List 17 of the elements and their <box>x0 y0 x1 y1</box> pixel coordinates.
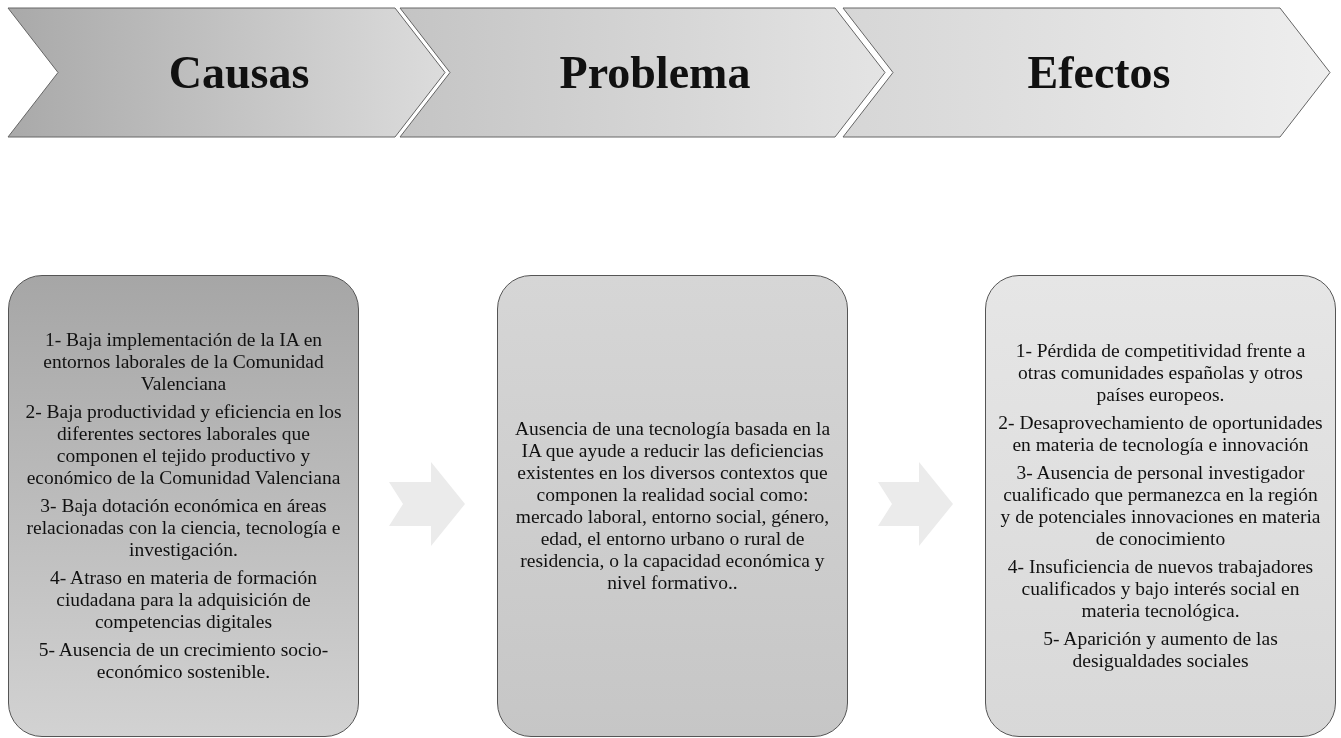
card-text: 2- Baja productividad y eficiencia en los diferentes sectores laborales que componen el tejido productivo y económico de la Comunidad Valenciana <box>24 400 343 489</box>
card-text: 3- Baja dotación económica en áreas relacionadas con la ciencia, tecnología e investigación. <box>25 495 342 562</box>
rounded-card <box>8 275 359 737</box>
card-text: Ausencia de una tecnología basada en la IA que ayude a reducir las deficiencias existentes en los diversos contextos que componen la realidad social como: mercado laboral, entorno social, género, edad, el entorno urbano o rural de residencia, o la capacidad económica y nivel formativo.. <box>513 417 832 595</box>
card-text: 1- Baja implementación de la IA en entornos laborales de la Comunidad Valenciana <box>42 328 325 395</box>
card-text: 5- Ausencia de un crecimiento socio-económico sostenible. <box>37 639 330 684</box>
rounded-card <box>985 275 1336 737</box>
chevron-title: Causas <box>168 46 310 99</box>
card-text: 4- Atraso en materia de formación ciudadana para la adquisición de competencias digitales <box>49 567 318 634</box>
card-text: 2- Desaprovechamiento de oportunidades en materia de tecnología e innovación <box>998 411 1323 456</box>
chevron-title: Problema <box>559 46 751 99</box>
rounded-card <box>497 275 848 737</box>
card-text: 5- Aparición y aumento de las desigualdades sociales <box>1042 628 1279 673</box>
chevron-title: Efectos <box>1027 46 1171 99</box>
card-text: 3- Ausencia de personal investigador cualificado que permanezca en la región y de potenciales innovaciones en materia de conocimiento <box>999 461 1322 551</box>
card-text: 1- Pérdida de competitividad frente a otras comunidades españolas y otros países europeos. <box>1014 339 1307 406</box>
card-text: 4- Insuficiencia de nuevos trabajadores cualificados y bajo interés social en materia tecnológica. <box>1006 556 1315 623</box>
